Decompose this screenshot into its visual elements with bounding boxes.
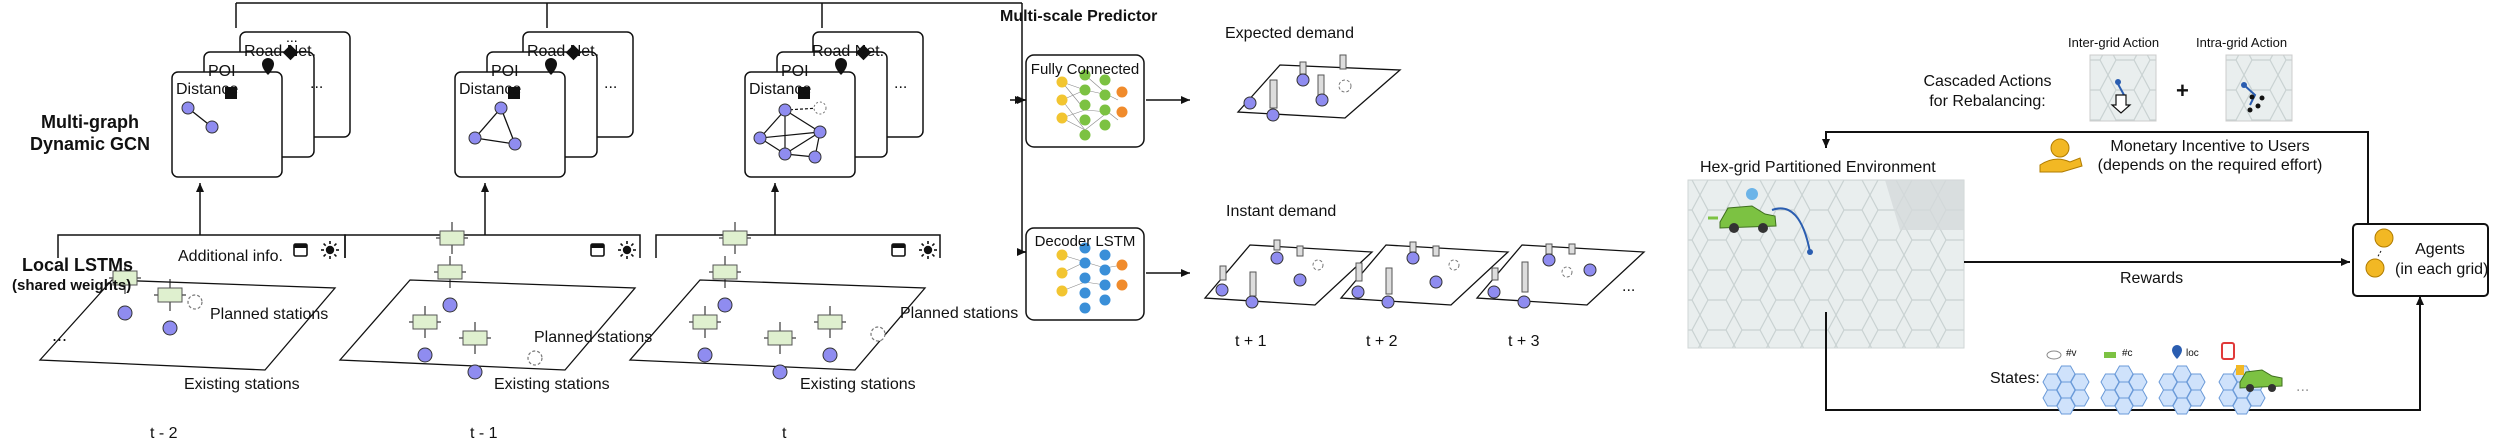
road-net-card-label: Road Net. (244, 43, 317, 60)
cascaded-actions-label-line-2: for Rebalancing: (1929, 93, 2046, 110)
lstm-brackets (57, 234, 941, 258)
map-icon (225, 87, 810, 99)
inter-grid-action-thumbnail (2089, 54, 2157, 122)
expected-demand-plane (1236, 54, 1402, 122)
planned-stations-label: Planned stations (534, 329, 653, 346)
local-lstms-subtitle: (shared weights) (12, 277, 132, 294)
expected-demand-label: Expected demand (1225, 25, 1354, 42)
ellipsis: ... (2296, 378, 2310, 395)
distance-card-label: Distance (749, 81, 812, 98)
existing-stations-label: Existing stations (494, 376, 610, 393)
poi-card-label: POI (491, 63, 519, 80)
time-step-label: t - 2 (150, 425, 178, 442)
inter-grid-action-label: Inter-grid Action (2068, 35, 2160, 50)
location-pin-icon (262, 58, 847, 75)
rewards-label: Rewards (2120, 270, 2184, 287)
existing-stations-label: Existing stations (800, 376, 916, 393)
cascaded-actions-label-line-1: Cascaded Actions (1923, 73, 2052, 90)
existing-stations-label: Existing stations (184, 376, 300, 393)
horizon-label: t + 1 (1235, 333, 1267, 350)
fully-connected-label: Fully Connected (1030, 61, 1140, 78)
fc-network-icon (1056, 69, 1128, 141)
lstm-network-icon (1056, 242, 1128, 314)
instant-demand-plane-3 (1475, 243, 1646, 309)
station-plane-t-minus-1 (338, 279, 637, 371)
instant-demand-plane-1 (1203, 239, 1374, 309)
money-hand-icon (2039, 138, 2083, 173)
predictor-output-arrows (1146, 96, 1190, 277)
intra-grid-action-thumbnail (2225, 54, 2293, 122)
poi-card-label: POI (208, 63, 236, 80)
svg-text:...: ... (286, 29, 298, 45)
ellipsis: ... (604, 75, 618, 92)
existing-station-nodes (117, 297, 838, 380)
additional-info-label: Additional info. (178, 248, 283, 265)
distance-card (171, 71, 283, 178)
state-icon-label: #c (2122, 348, 2133, 359)
sun-icon (320, 240, 938, 260)
car-icon (1708, 188, 1813, 255)
station-plane-t-minus-2 (38, 279, 337, 371)
multi-graph-title-line-1: Multi-graph (41, 112, 139, 132)
monetary-incentive-line-1: Monetary Incentive to Users (2110, 138, 2310, 155)
state-icon-label: loc (2186, 348, 2199, 359)
ellipsis: ... (894, 75, 908, 92)
road-net-card-label: Road Net. (812, 43, 885, 60)
gcn-input-arrows (196, 183, 779, 235)
distance-card-label: Distance (459, 81, 522, 98)
plus-sign: + (2176, 78, 2189, 103)
ellipsis: ... (1622, 278, 1636, 295)
horizon-label: t + 2 (1366, 333, 1398, 350)
agents-label-line-1: Agents (2415, 241, 2465, 258)
ellipsis: ... (52, 325, 68, 345)
road-net-card-label: Road Net. (527, 43, 600, 60)
time-step-label: t - 1 (470, 425, 498, 442)
state-small-icons (2046, 342, 2283, 392)
horizon-label: t + 3 (1508, 333, 1540, 350)
agents-box (2352, 223, 2489, 297)
station-plane-t (628, 279, 927, 371)
agents-label-line-2: (in each grid) (2395, 261, 2489, 278)
calendar-icon (293, 243, 906, 257)
local-lstms-title: Local LSTMs (22, 255, 134, 275)
state-icon-label: #v (2066, 348, 2077, 359)
planned-stations-label: Planned stations (900, 305, 1019, 322)
state-hex-groups (2042, 365, 2266, 415)
ellipsis: ... (310, 75, 324, 92)
distance-card-label: Distance (176, 81, 239, 98)
time-step-label: t (782, 425, 787, 442)
instant-demand-plane-2 (1339, 241, 1510, 309)
environment-title: Hex-grid Partitioned Environment (1700, 159, 1936, 176)
planned-stations-label: Planned stations (210, 306, 329, 323)
poi-card-label: POI (781, 63, 809, 80)
instant-demand-label: Instant demand (1226, 203, 1337, 220)
states-label: States: (1990, 370, 2040, 387)
planned-station-nodes (187, 294, 886, 366)
multi-graph-title-line-2: Dynamic GCN (30, 134, 151, 154)
intra-grid-action-label: Intra-grid Action (2196, 35, 2288, 50)
decoder-lstm-label: Decoder LSTM (1034, 233, 1136, 250)
monetary-incentive-line-2: (depends on the required effort) (2097, 157, 2323, 174)
graph-stack-t-minus-2: ... (171, 29, 351, 178)
predictor-title: Multi-scale Predictor (1000, 8, 1158, 25)
